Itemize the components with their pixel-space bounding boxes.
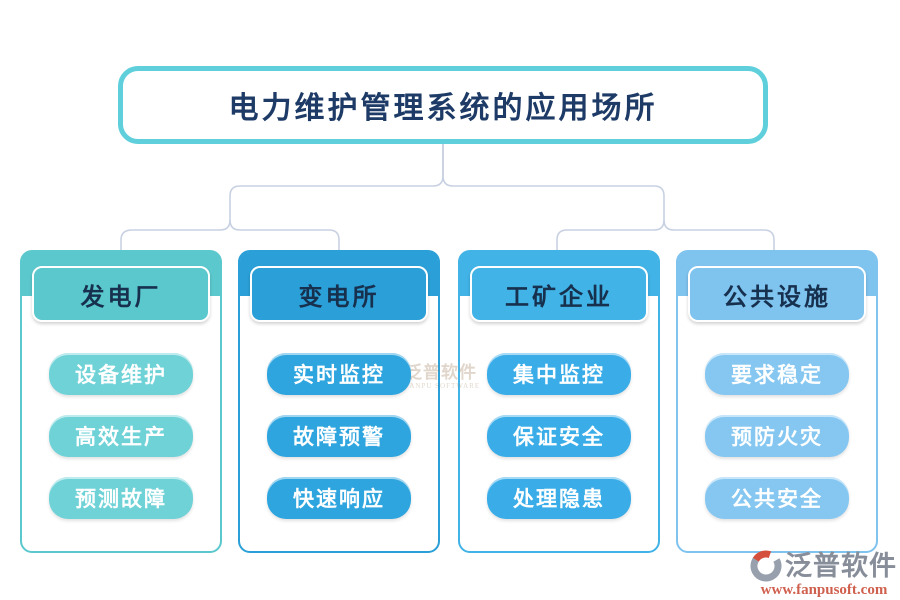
category-header-industrial: 工矿企业 <box>470 266 648 322</box>
category-card-power-plant: 发电厂 设备维护 高效生产 预测故障 <box>20 250 222 553</box>
item-pill: 要求稳定 <box>705 353 849 395</box>
vendor-logo-url: www.fanpusoft.com <box>760 582 888 598</box>
category-card-industrial: 工矿企业 集中监控 保证安全 处理隐患 <box>458 250 660 553</box>
category-header-substation: 变电所 <box>250 266 428 322</box>
category-header-public-facilities: 公共设施 <box>688 266 866 322</box>
item-pill: 集中监控 <box>487 353 631 395</box>
item-pill: 快速响应 <box>267 477 411 519</box>
item-pill: 高效生产 <box>49 415 193 457</box>
item-pill: 保证安全 <box>487 415 631 457</box>
item-pill: 故障预警 <box>267 415 411 457</box>
diagram-title-label: 电力维护管理系统的应用场所 <box>228 92 658 125</box>
category-header-label: 发电厂 <box>80 284 162 311</box>
vendor-logo-name: 泛普软件 <box>785 550 897 581</box>
item-pill: 公共安全 <box>705 477 849 519</box>
category-header-label: 变电所 <box>298 284 380 311</box>
category-card-substation: 变电所 实时监控 故障预警 快速响应 <box>238 250 440 553</box>
item-pill: 设备维护 <box>49 353 193 395</box>
category-header-label: 工矿企业 <box>505 284 613 311</box>
item-pill: 处理隐患 <box>487 477 631 519</box>
diagram-title: 电力维护管理系统的应用场所 <box>118 66 768 144</box>
vendor-logo-icon <box>750 550 782 582</box>
vendor-logo: 泛普软件 www.fanpusoft.com <box>750 550 898 598</box>
category-card-public-facilities: 公共设施 要求稳定 预防火灾 公共安全 <box>676 250 878 553</box>
category-header-power-plant: 发电厂 <box>32 266 210 322</box>
category-header-label: 公共设施 <box>723 284 831 311</box>
item-pill: 预防火灾 <box>705 415 849 457</box>
item-pill: 预测故障 <box>49 477 193 519</box>
item-pill: 实时监控 <box>267 353 411 395</box>
